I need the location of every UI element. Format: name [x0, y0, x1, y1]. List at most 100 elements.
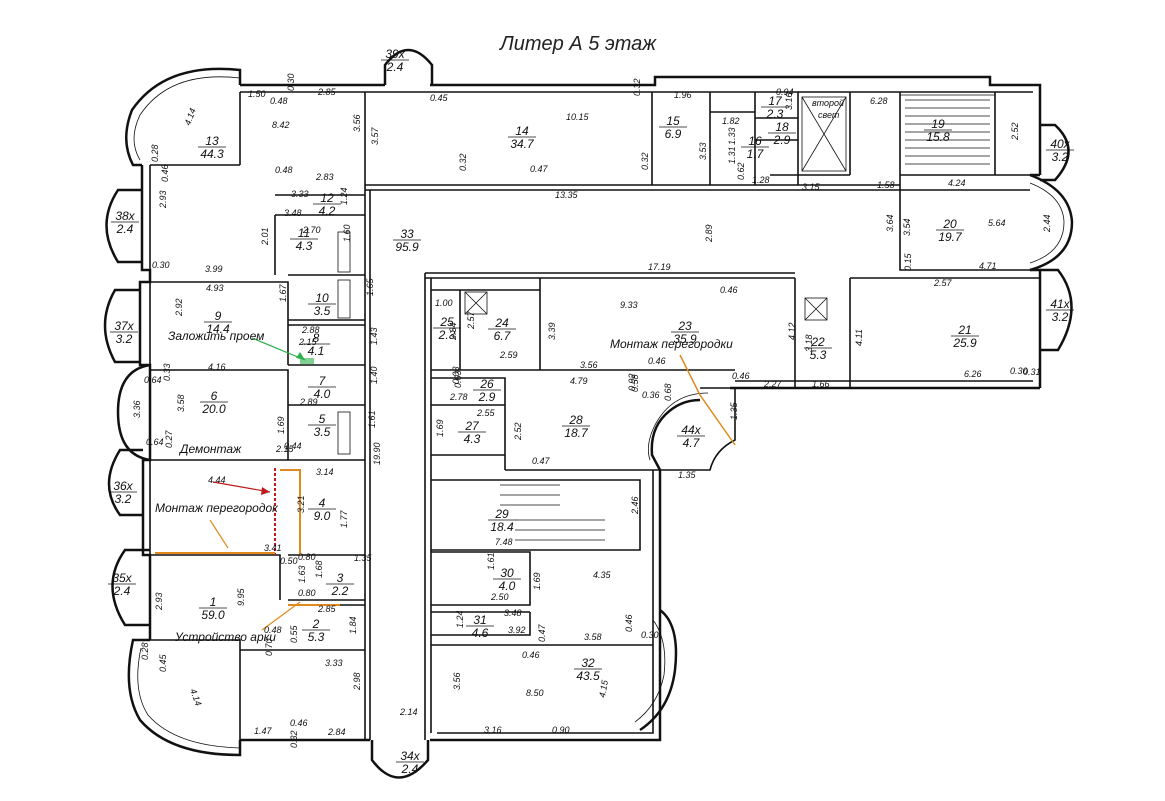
room-number: 13	[205, 134, 219, 148]
room-area: 5.3	[810, 348, 827, 362]
room-number: 39х	[385, 47, 405, 61]
room-number: 29	[494, 507, 509, 521]
dimension-label: 0.55	[289, 624, 299, 643]
dimension-label: 0.45	[158, 653, 168, 672]
dimension-label: 2.92	[174, 298, 184, 317]
dimension-label: 9.95	[236, 587, 246, 606]
room-area: 6.7	[494, 329, 512, 343]
room-area: 15.8	[926, 130, 950, 144]
note-arch-install: Устройство арки	[174, 630, 276, 644]
dimension-label: 2.55	[476, 408, 496, 418]
dimension-label: 2.52	[1010, 122, 1020, 141]
dimension-label: 0.32	[632, 78, 642, 96]
room-number: 2	[312, 617, 320, 631]
dimension-label: 1.40	[369, 366, 379, 384]
dimension-label: 0.15	[903, 252, 913, 271]
dimension-label: 3.53	[698, 142, 708, 160]
room-area: 59.0	[201, 608, 225, 622]
dimension-label: 1.35	[354, 553, 373, 563]
room-number: 34х	[400, 749, 420, 763]
room-area: 43.5	[576, 669, 600, 683]
room-area: 3.2	[115, 492, 132, 506]
dimension-label: 0.46	[290, 718, 308, 728]
dimension-label: 3.36	[132, 400, 142, 418]
dimension-label: 1.96	[674, 90, 692, 100]
dimension-label: 1.66	[812, 379, 830, 389]
note-partition-install-right: Монтаж перегородки	[610, 337, 733, 351]
room-area: 34.7	[510, 137, 535, 151]
dimension-label: 0.48	[264, 625, 282, 635]
room-number: 11	[298, 226, 310, 240]
room-number: 16	[748, 134, 762, 148]
dimension-label: 19.90	[372, 442, 382, 465]
dimension-label: 3.39	[547, 322, 557, 340]
dimension-label: 3.64	[885, 214, 895, 232]
room-number: 7	[319, 374, 327, 388]
dimension-label: 3.48	[284, 208, 302, 218]
dimension-label: 3.21	[296, 495, 306, 513]
room-area: 4.3	[296, 239, 313, 253]
dimension-label: 1.24	[339, 187, 349, 205]
dimension-label: 3.54	[902, 218, 912, 236]
dimension-label: 2.50	[490, 592, 509, 602]
dimension-label: 0.30	[1010, 366, 1028, 376]
dimension-label: 1.69	[276, 416, 286, 434]
dimension-label: 0.30	[286, 73, 296, 91]
room-area: 44.3	[200, 147, 224, 161]
room-area: 2.3	[766, 107, 784, 121]
dimension-label: 1.24	[455, 610, 465, 628]
dimension-label: 2.93	[158, 190, 168, 209]
room-area: 4.7	[683, 436, 701, 450]
dimension-label: 1.43	[369, 327, 379, 345]
room-number: 24	[494, 316, 509, 330]
dimension-label: 4.14	[188, 687, 203, 707]
room-number: 3	[337, 571, 344, 585]
room-number: 21	[957, 323, 971, 337]
dimension-label: 2.70	[302, 225, 321, 235]
dimension-label: 2.88	[301, 325, 320, 335]
dimension-label: 2.34	[448, 322, 458, 341]
room-number: 18	[775, 120, 789, 134]
dimension-label: 0.47	[532, 456, 551, 466]
dimension-label: 2.15	[298, 337, 318, 347]
dimension-label: 2.98	[352, 672, 362, 691]
corner-towers	[125, 67, 1074, 757]
dimension-label: 2.46	[630, 496, 640, 515]
room-area: 4.3	[464, 432, 481, 446]
dimension-label: 1.00	[435, 298, 453, 308]
room-area: 4.1	[308, 344, 325, 358]
room-area: 4.6	[472, 626, 489, 640]
dimension-label: 3.33	[291, 189, 309, 199]
dimension-label: 2.59	[499, 350, 518, 360]
dimension-label: 0.30	[641, 630, 659, 640]
room-area: 3.2	[1052, 150, 1069, 164]
dimension-label: 0.58	[630, 374, 640, 392]
dimension-label: 1.67	[278, 283, 288, 302]
dimension-label: 6.26	[964, 369, 982, 379]
room-area: 4.2	[319, 204, 336, 218]
dimension-label: 13.35	[555, 190, 579, 200]
dimension-label: 10.15	[566, 112, 590, 122]
dimension-label: 1.65	[365, 277, 375, 296]
room-number: 36х	[113, 479, 133, 493]
dimension-label: 2.52	[513, 422, 523, 441]
dimension-label: 0.46	[720, 285, 738, 295]
dimension-label: 0.62	[736, 162, 746, 180]
dimension-label: 2.27	[763, 379, 783, 389]
dimension-label: 2.84	[327, 727, 346, 737]
room-number: 27	[464, 419, 480, 433]
dimension-label: 2.15	[275, 444, 295, 454]
dimension-label: 4.16	[208, 362, 226, 372]
dimension-label: 0.47	[537, 623, 547, 642]
room-number: 26	[479, 377, 494, 391]
room-area: 6.9	[665, 127, 682, 141]
dimension-label: 0.94	[776, 87, 794, 97]
dimension-label: 4.11	[854, 329, 864, 346]
dimension-label: 4.24	[948, 178, 966, 188]
dimension-label: 4.44	[208, 475, 226, 485]
annotation-lines	[155, 337, 736, 631]
dimension-label: 1.60	[342, 224, 352, 242]
dimension-label: 0.27	[164, 429, 174, 448]
room-area: 19.7	[938, 230, 963, 244]
dimension-label: 2.85	[317, 87, 337, 97]
